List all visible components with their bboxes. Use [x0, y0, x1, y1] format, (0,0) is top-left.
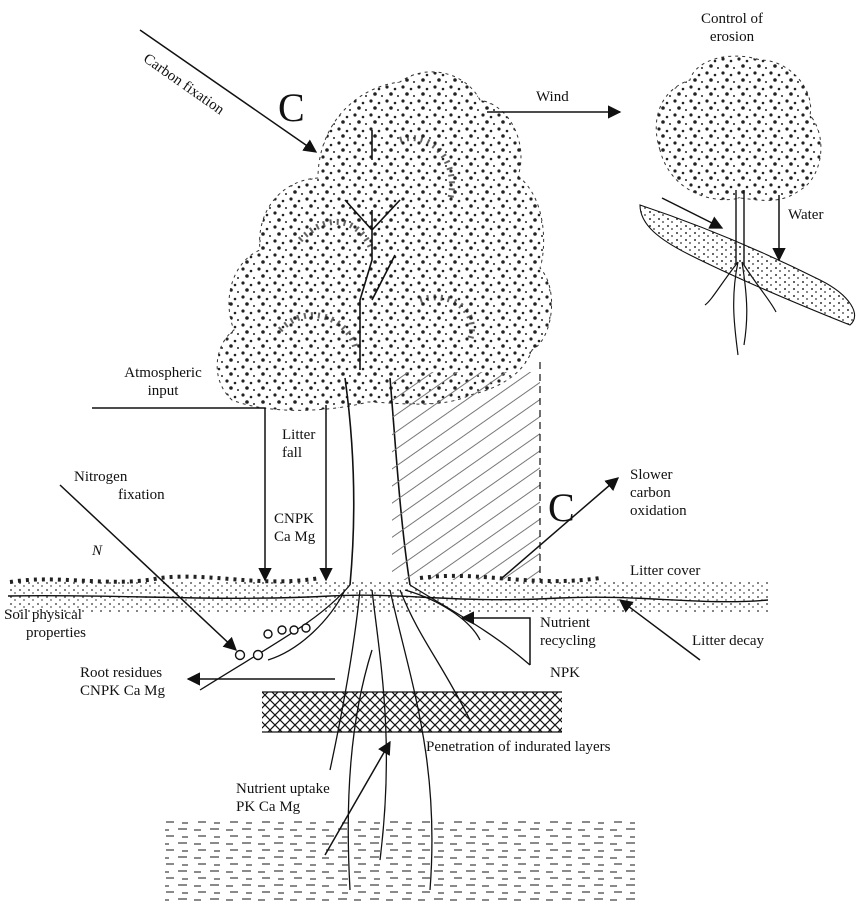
n-symbol: N	[92, 542, 102, 560]
tree-canopy	[217, 72, 551, 411]
oxidation-carbon-symbol: C	[548, 488, 575, 528]
nutrient-recycling-arrow	[462, 618, 530, 665]
penetration-label: Penetration of indurated layers	[426, 738, 611, 756]
root-nodules	[236, 624, 311, 660]
shade-area	[392, 372, 540, 580]
nitrogen-fixation-arrow	[60, 485, 236, 650]
litter-decay-label: Litter decay	[692, 632, 764, 650]
litter-cover-label: Litter cover	[630, 562, 700, 580]
deep-soil-layer	[165, 818, 635, 903]
indurated-layer	[262, 692, 562, 732]
carbon-symbol: C	[278, 88, 305, 128]
water-label: Water	[788, 206, 823, 224]
npk-label: NPK	[550, 664, 580, 682]
soil-surface	[8, 576, 768, 612]
wind-label: Wind	[536, 88, 569, 106]
